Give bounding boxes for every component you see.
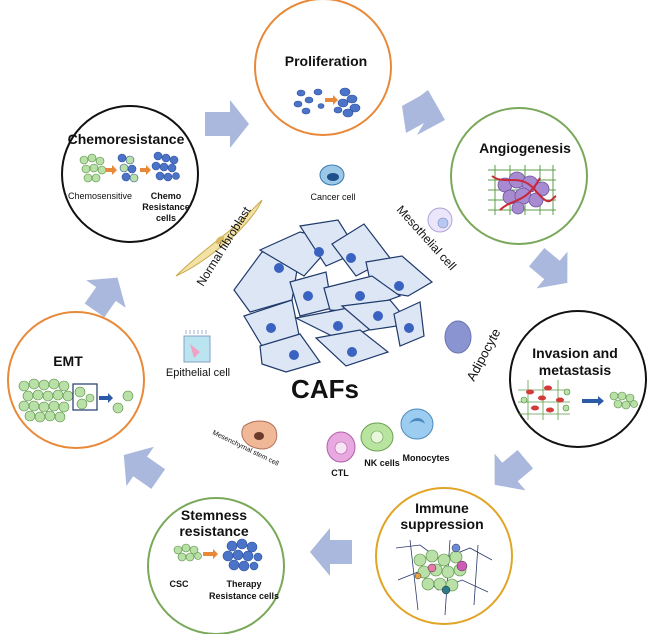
flow-arrow bbox=[205, 100, 249, 148]
cancer-cell-label: Cancer cell bbox=[310, 192, 355, 202]
blue-arrow-icon bbox=[582, 396, 604, 406]
orange-arrow-icon bbox=[106, 165, 117, 175]
epithelial-cell: Epithelial cell bbox=[166, 330, 230, 379]
resistant-cluster-icon bbox=[151, 151, 180, 182]
monocytes-label: Monocytes bbox=[402, 453, 449, 463]
module-proliferation: Proliferation bbox=[254, 0, 392, 136]
invasion-title-line1: Invasion and bbox=[532, 345, 618, 361]
red-blood-cells-icon bbox=[526, 385, 564, 413]
adipocyte: Adipocyte bbox=[444, 320, 503, 383]
selection-box bbox=[72, 383, 98, 411]
module-circle bbox=[509, 310, 647, 448]
ctl-label: CTL bbox=[331, 468, 349, 478]
immune-title-line1: Immune bbox=[415, 500, 469, 516]
csc-cluster-icon bbox=[173, 543, 202, 562]
module-circle bbox=[61, 105, 199, 243]
adipocyte-icon bbox=[444, 320, 472, 354]
chemosensitive-label: Chemosensitive bbox=[68, 191, 132, 201]
angiogenesis-title: Angiogenesis bbox=[479, 140, 571, 156]
module-circle bbox=[7, 311, 145, 449]
csc-label: CSC bbox=[169, 579, 189, 589]
module-chemoresistance: Chemoresistance Chemosensitive Chemo Res… bbox=[61, 105, 199, 243]
cancer-cell: Cancer cell bbox=[310, 164, 356, 202]
flow-arrow bbox=[310, 528, 352, 576]
orange-arrow-icon bbox=[203, 549, 218, 559]
monocyte-icon bbox=[400, 408, 434, 440]
fibre-network-icon bbox=[395, 539, 493, 616]
module-angiogenesis: Angiogenesis bbox=[450, 107, 588, 245]
therapy-label-line2: Resistance cells bbox=[209, 591, 279, 601]
caf-title: CAFs bbox=[291, 374, 359, 404]
flow-arrows bbox=[84, 90, 568, 576]
flow-arrow bbox=[528, 247, 568, 289]
flow-arrow bbox=[84, 277, 126, 318]
immune-title-line2: suppression bbox=[400, 516, 483, 532]
chemoresistance-title: Chemoresistance bbox=[68, 131, 185, 147]
epithelial-sheet-icon bbox=[18, 378, 95, 423]
chemo-resistance-label-line3: cells bbox=[156, 213, 176, 223]
caf-nuclei bbox=[266, 247, 414, 360]
chemo-resistance-label-line2: Resistance bbox=[142, 202, 190, 212]
caf-cluster bbox=[233, 219, 434, 373]
invasion-title-line2: metastasis bbox=[539, 362, 612, 378]
proliferation-cells-icon bbox=[293, 87, 361, 118]
therapy-label-line1: Therapy bbox=[226, 579, 261, 589]
fibroblast-icon bbox=[175, 199, 263, 277]
tumor-cluster-icon bbox=[413, 549, 467, 592]
resistant-cluster-icon bbox=[222, 538, 263, 572]
module-invasion-metastasis: Invasion and metastasis bbox=[509, 310, 647, 448]
chemosensitive-cluster-icon bbox=[79, 153, 107, 183]
flow-arrow bbox=[402, 90, 445, 135]
orange-arrow-icon bbox=[140, 165, 151, 175]
chemo-resistance-label-line1: Chemo bbox=[151, 191, 182, 201]
module-immune-suppression: Immune suppression bbox=[375, 487, 513, 625]
flow-arrow bbox=[494, 449, 534, 491]
module-stemness-resistance: Stemness resistance CSC Therapy Resistan… bbox=[147, 497, 285, 634]
metastatic-cluster-icon bbox=[609, 391, 638, 410]
stemness-title-line2: resistance bbox=[179, 523, 248, 539]
epithelial-cell-label: Epithelial cell bbox=[166, 367, 230, 379]
blue-arrow-icon bbox=[99, 393, 113, 403]
orange-arrow-icon bbox=[325, 95, 338, 105]
migrating-cells-icon bbox=[520, 388, 571, 412]
flow-arrow bbox=[123, 446, 166, 489]
module-circle bbox=[254, 0, 392, 136]
epithelial-cell-icon bbox=[183, 335, 211, 363]
immune-source-cells: CTL NK cells Monocytes bbox=[326, 408, 450, 478]
nk-cells-label: NK cells bbox=[364, 458, 400, 468]
mesenchymal-cells-icon bbox=[112, 390, 134, 414]
mesenchymal-stem-cell: Mesenchymal stem cell bbox=[211, 420, 280, 468]
stemness-title-line1: Stemness bbox=[181, 507, 247, 523]
blood-vessel-icon bbox=[491, 175, 557, 211]
module-emt: EMT bbox=[7, 311, 145, 449]
emt-title: EMT bbox=[53, 353, 83, 369]
mixed-cluster-icon bbox=[117, 153, 139, 183]
module-circle bbox=[147, 497, 285, 634]
immune-cells-icon bbox=[414, 543, 468, 595]
proliferation-title: Proliferation bbox=[285, 53, 367, 69]
